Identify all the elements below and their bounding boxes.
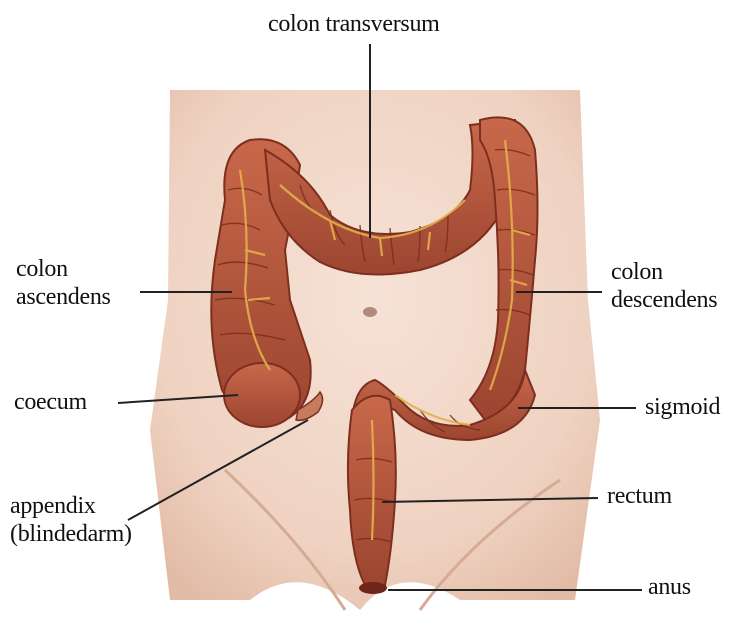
label-anus: anus [648,573,691,601]
label-colon-transversum: colon transversum [268,10,440,38]
label-rectum: rectum [607,482,672,510]
label-text: colon [611,258,717,286]
label-text: sigmoid [645,394,720,420]
label-text: anus [648,574,691,600]
label-text: descendens [611,286,717,314]
label-colon-descendens: colon descendens [611,258,717,314]
label-sigmoid: sigmoid [645,393,720,421]
leader-line-coecum [118,395,238,403]
label-colon-ascendens: colon ascendens [16,255,111,311]
label-text: colon [16,255,111,283]
label-text: rectum [607,483,672,509]
label-text: coecum [14,389,87,415]
label-text: ascendens [16,283,111,311]
label-coecum: coecum [14,388,87,416]
leader-line-rectum [382,498,598,502]
label-text: colon transversum [268,11,440,37]
label-text: (blindedarm) [10,520,132,548]
leader-line-appendix [128,420,308,520]
label-appendix: appendix (blindedarm) [10,492,132,548]
label-text: appendix [10,492,132,520]
